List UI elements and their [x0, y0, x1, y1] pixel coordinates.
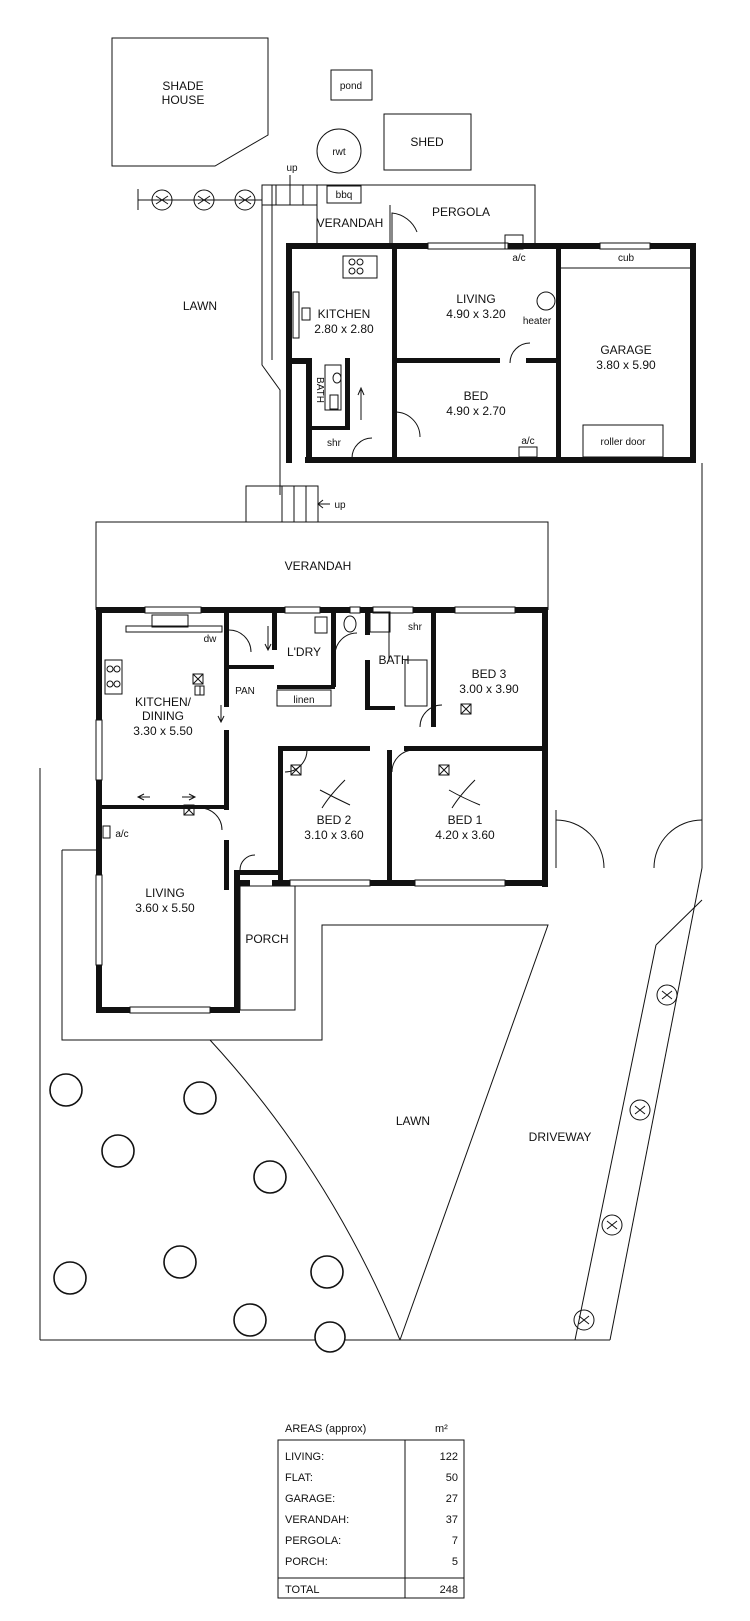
kitchen-dims: 3.30 x 5.50 [133, 724, 193, 738]
areas-total-label: TOTAL [285, 1584, 319, 1596]
garage-roller-label: roller door [600, 437, 646, 448]
areas-row-value: 122 [440, 1451, 458, 1463]
garage-name: GARAGE [600, 343, 651, 357]
pergola-label: PERGOLA [432, 205, 490, 219]
flat-heater-label: heater [523, 316, 552, 327]
flat-labels: KITCHEN 2.80 x 2.80 LIVING 4.90 x 3.20 h… [314, 253, 552, 449]
flat-fixtures [292, 234, 664, 459]
up-label-mid: up [334, 500, 346, 511]
bed3-dims: 3.00 x 3.90 [459, 682, 519, 696]
flat-ac-label: a/c [512, 253, 525, 264]
shade-house-label-1: SHADE [162, 79, 203, 93]
areas-row-label: LIVING: [285, 1451, 324, 1463]
pergola: bbq PERGOLA [317, 184, 536, 244]
rainwater-tank: rwt [316, 128, 362, 174]
areas-title: AREAS (approx) [285, 1423, 366, 1435]
bath-label: BATH [378, 653, 409, 667]
areas-row-value: 7 [452, 1535, 458, 1547]
kitchen-name-2: DINING [142, 709, 184, 723]
bed2-name: BED 2 [317, 813, 352, 827]
flat-verandah-label: VERANDAH [317, 216, 384, 230]
bed2-dims: 3.10 x 3.60 [304, 828, 364, 842]
flat-shr-label: shr [327, 438, 342, 449]
porch: PORCH [239, 885, 296, 1011]
areas-row-label: PERGOLA: [285, 1535, 341, 1547]
garage: cub GARAGE 3.80 x 5.90 roller door [561, 253, 690, 448]
areas-row-label: FLAT: [285, 1472, 313, 1484]
areas-row-label: PORCH: [285, 1556, 328, 1568]
trees [49, 1073, 346, 1353]
areas-row-value: 50 [446, 1472, 458, 1484]
living-ac-label: a/c [115, 829, 128, 840]
flat-kitchen-dims: 2.80 x 2.80 [314, 322, 374, 336]
flat-living-dims: 4.90 x 3.20 [446, 307, 506, 321]
pond-label: pond [340, 81, 362, 92]
areas-table: AREAS (approx) m² LIVING: 122 FLAT: 50 G… [277, 1423, 465, 1599]
flat-kitchen-name: KITCHEN [318, 307, 371, 321]
kitchen-name-1: KITCHEN/ [135, 695, 192, 709]
garage-cub-label: cub [618, 253, 635, 264]
shed-label: SHED [410, 135, 444, 149]
living-name: LIVING [145, 886, 184, 900]
areas-total-value: 248 [440, 1584, 458, 1596]
linen-label: linen [293, 695, 314, 706]
laundry-label: L'DRY [287, 645, 321, 659]
path-top: up [261, 163, 318, 495]
bed1-dims: 4.20 x 3.60 [435, 828, 495, 842]
rwt-label: rwt [332, 147, 346, 158]
bed1-name: BED 1 [448, 813, 483, 827]
house-verandah: VERANDAH [95, 521, 549, 610]
shed: SHED [383, 113, 472, 171]
shade-house-label-2: HOUSE [162, 93, 205, 107]
areas-row-label: GARAGE: [285, 1493, 335, 1505]
pantry-label: PAN [235, 686, 255, 697]
pond: pond [330, 69, 373, 101]
flat-bath-label: BATH [314, 377, 325, 403]
driveway-label: DRIVEWAY [529, 1130, 592, 1144]
areas-row-value: 27 [446, 1493, 458, 1505]
lawn-top-label: LAWN [183, 299, 217, 313]
lawn-bottom-label: LAWN [396, 1114, 430, 1128]
driveway-shrubs [573, 984, 678, 1331]
up-label-top: up [286, 163, 298, 174]
house-labels: KITCHEN/ DINING 3.30 x 5.50 dw PAN L'DRY… [115, 622, 519, 915]
areas-row-label: VERANDAH: [285, 1514, 349, 1526]
dw-label: dw [204, 634, 218, 645]
steps-mid: up [245, 485, 346, 523]
areas-unit: m² [435, 1423, 448, 1435]
porch-label: PORCH [245, 932, 288, 946]
shrub-row [137, 189, 262, 211]
house-openings [95, 606, 516, 1014]
areas-row-value: 37 [446, 1514, 458, 1526]
shade-house: SHADE HOUSE [111, 37, 269, 167]
areas-row-value: 5 [452, 1556, 458, 1568]
house-verandah-label: VERANDAH [285, 559, 352, 573]
living-dims: 3.60 x 5.50 [135, 901, 195, 915]
flat-verandah: VERANDAH [316, 205, 418, 243]
bed3-name: BED 3 [472, 667, 507, 681]
flat-bed-ac-label: a/c [521, 436, 534, 447]
flat-bed-name: BED [464, 389, 489, 403]
shr-label: shr [408, 622, 423, 633]
flat-living-name: LIVING [456, 292, 495, 306]
flat-bed-dims: 4.90 x 2.70 [446, 404, 506, 418]
garage-dims: 3.80 x 5.90 [596, 358, 656, 372]
bbq-label: bbq [336, 190, 353, 201]
